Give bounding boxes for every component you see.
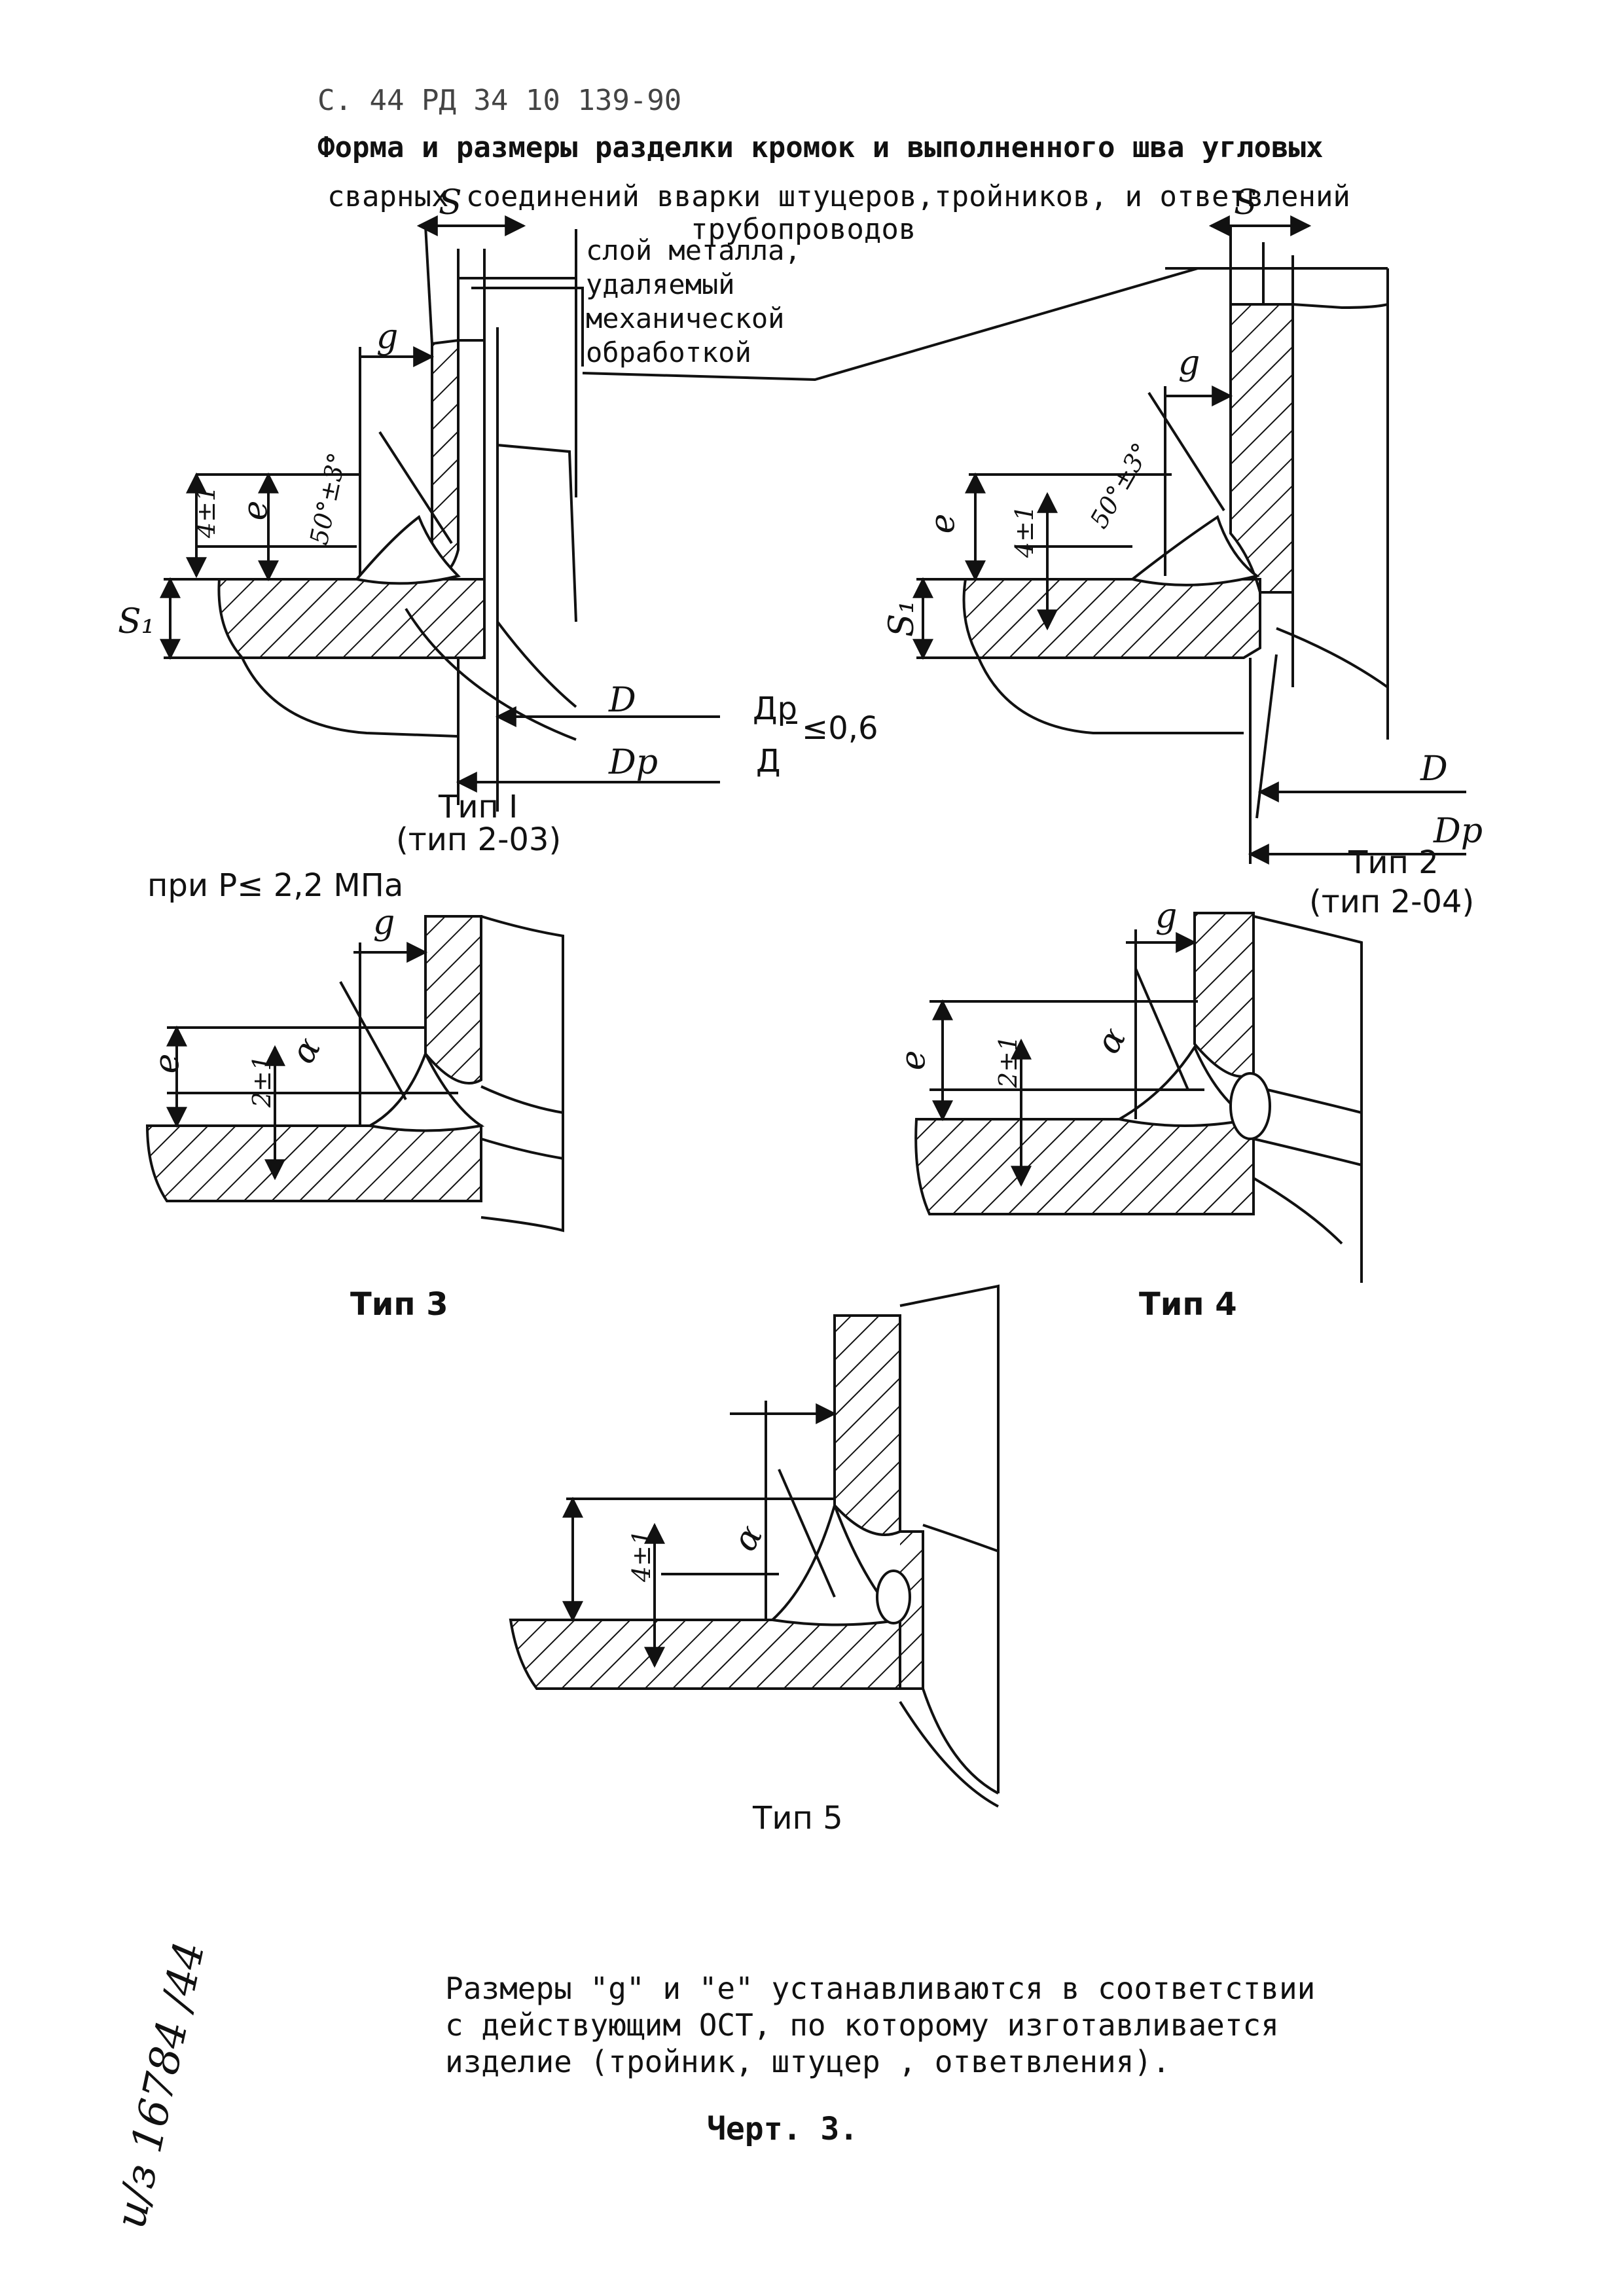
type2-dim-D: D [1420,749,1448,789]
type3-caption: Тип 3 [350,1286,448,1323]
drawing-title-line1: Форма и размеры разделки кромок и выполн… [317,131,1324,164]
footnote-line1: Размеры "g" и "e" устанавливаются в соот… [445,1971,1316,2006]
type3-dim-e: e [147,1053,187,1074]
type1-caption-sub: (тип 2-03) [396,821,562,858]
type1-dim-root-gap: 4±1 [192,485,221,539]
type2-dim-s: S [1234,183,1257,223]
type1-dim-e: e [236,500,276,521]
type2-dim-g: g [1178,344,1200,383]
type5-caption: Тип 5 [753,1800,843,1837]
type3-drawing [145,915,564,1232]
type2-caption: Тип 2 [1348,844,1439,881]
type2-drawing [912,215,1466,865]
type4-drawing [914,912,1363,1283]
callout-metal-layer-line3: механической [586,302,785,334]
type4-dim-g: g [1155,897,1178,936]
drawing-title-line3: трубопроводов [691,213,916,246]
type1-caption: Тип I [439,789,518,825]
type1-dim-D: D [609,681,636,720]
callout-metal-layer-line4: обработкой [586,336,751,368]
type1-dim-s: S [439,183,462,223]
figure-label: Черт. 3. [707,2111,859,2147]
type2-dim-root-gap: 4±1 [1010,505,1039,558]
page-reference: С. 44 РД 34 10 139-90 [317,84,682,117]
footnote-line2: с действующим ОСТ, по которому изготавли… [445,2007,1279,2043]
type2-dim-Dp: Dр [1434,812,1483,851]
type1-dim-g: g [376,317,399,357]
ratio-condition: ≤0,6 [802,710,878,747]
callout-metal-layer-line2: удаляемый [586,268,735,300]
pressure-condition-note: при P≤ 2,2 МПа [147,867,404,904]
type2-caption-sub: (тип 2-04) [1309,884,1475,920]
type1-dim-s1: S₁ [118,602,155,641]
footnote-line3: изделие (тройник, штуцер , ответвления). [445,2044,1170,2079]
type4-caption: Тип 4 [1139,1286,1237,1323]
type2-dim-e: e [923,513,963,534]
type5-dim-root-gap: 4±1 [627,1529,657,1583]
type4-dim-root-gap: 2±1 [994,1035,1023,1088]
type2-dim-s1: S₁ [882,600,922,637]
drawing-title-line2: сварных соединений вварки штуцеров,тройн… [327,180,1350,213]
type5-drawing [509,1284,1000,1808]
type1-dim-Dp: Dр [609,743,658,782]
type4-dim-e: e [893,1050,933,1071]
ratio-denominator: Д [756,743,781,780]
type3-dim-root-gap: 2±1 [247,1054,277,1108]
callout-metal-layer-line1: слой металла, [586,234,801,266]
type3-dim-g: g [373,903,395,942]
type1-drawing [160,215,1199,812]
ratio-numerator: Др [753,691,797,727]
